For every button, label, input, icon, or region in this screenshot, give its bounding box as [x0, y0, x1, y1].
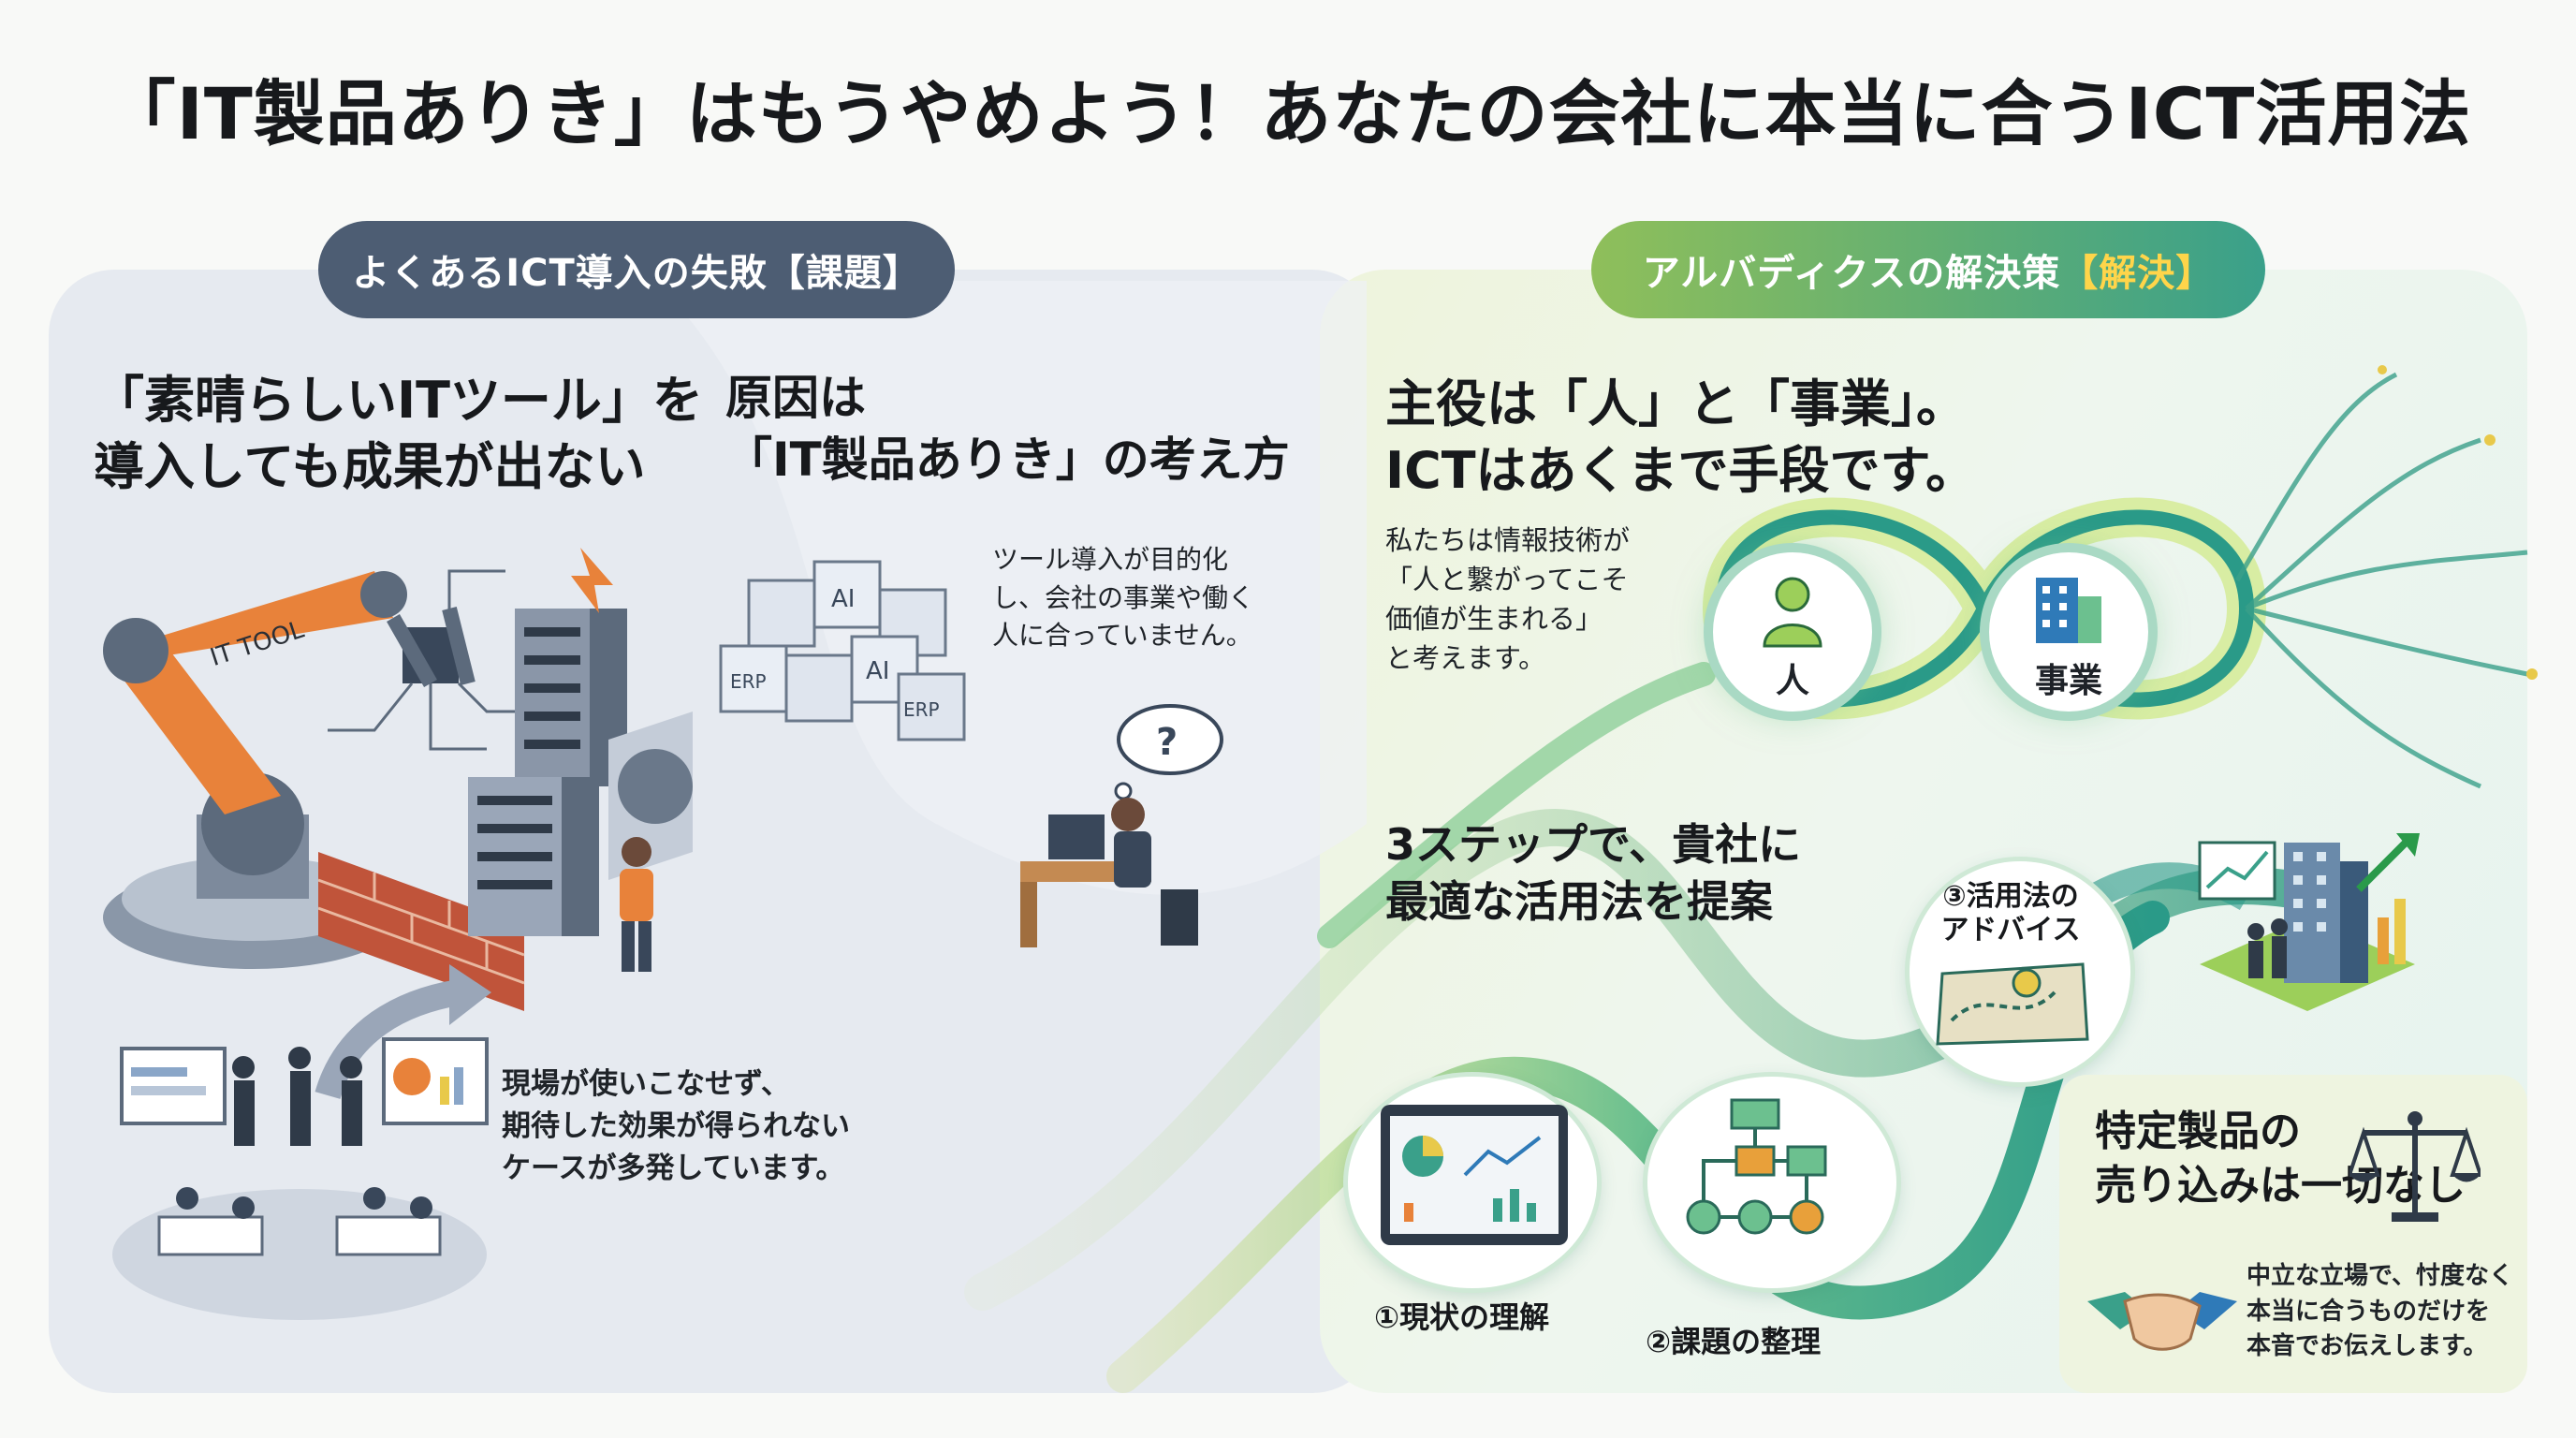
solution-pill-main: アルバディクスの解決策: [1642, 252, 2061, 295]
upward-arrow-icon: [315, 964, 491, 1100]
business-node-label: 事業: [2034, 662, 2102, 700]
dashboard-icon: [1381, 1105, 1568, 1245]
worker-figure-icon: [620, 837, 653, 972]
problem-heading: 「素晴らしいITツール」を 導入しても成果が出ない: [94, 371, 703, 497]
field-text: 現場が使いこなせず、 期待した効果が得られない ケースが多発しています。: [502, 1067, 850, 1185]
question-mark: ?: [1156, 721, 1178, 764]
person-node-label: 人: [1775, 662, 1809, 700]
philosophy-text: 私たちは情報技術が 「人と繋がってこそ 価値が生まれる」 と考えます。: [1385, 524, 1631, 675]
problem-section-pill: よくあるICT導入の失敗【課題】: [318, 221, 955, 318]
brick-wall-icon: [318, 852, 525, 1011]
handshake-icon: [2087, 1292, 2237, 1351]
office-team-icon: [112, 1037, 489, 1320]
step3-node: [1910, 861, 2130, 1082]
cause-heading: 原因は 「IT製品ありき」の考え方: [725, 371, 1290, 487]
thinking-worker-icon: ?: [1020, 704, 1223, 947]
building-icon: [2036, 578, 2101, 643]
cube-stack-icon: AI ERP AI ERP: [719, 560, 966, 741]
no-sales-text: 中立な立場で、忖度なく 本当に合うものだけを 本音でお伝えします。: [2247, 1262, 2513, 1361]
city-growth-icon: [2198, 833, 2420, 1011]
cause-text: ツール導入が目的化 し、会社の事業や働く 人に合っていません。: [992, 544, 1255, 652]
server-rack-icon: [468, 609, 693, 936]
solution-main-heading: 主役は「人」と「事業」。 ICTはあくまで手段です。: [1385, 374, 1977, 501]
cube-label-ai-2: AI: [866, 657, 889, 685]
robot-arm-icon: IT TOOL: [103, 569, 543, 969]
cube-label-erp-2: ERP: [903, 698, 940, 721]
step2-label: ②課題の整理: [1646, 1324, 1822, 1359]
warning-spark-icon: [571, 548, 613, 613]
cube-label-erp: ERP: [730, 670, 767, 693]
cube-label-ai: AI: [831, 585, 855, 613]
map-pin-icon: [1936, 962, 2089, 1046]
no-sales-heading: 特定製品の 売り込みは一切なし: [2095, 1108, 2466, 1211]
step3-label: ③活用法の アドバイス: [1940, 880, 2081, 946]
solution-section-pill: アルバディクスの解決策【解決】: [1591, 221, 2265, 318]
steps-heading: 3ステップで、貴社に 最適な活用法を提案: [1385, 819, 1802, 927]
step1-label: ①現状の理解: [1374, 1299, 1550, 1335]
solution-pill-accent: 【解決】: [2060, 252, 2215, 295]
page-title: 「IT製品ありき」はもうやめよう！あなたの会社に本当に合うICT活用法: [104, 72, 2472, 155]
person-icon: [1763, 577, 1822, 648]
flowchart-icon: [1686, 1098, 1827, 1235]
scales-icon: [2349, 1111, 2481, 1222]
